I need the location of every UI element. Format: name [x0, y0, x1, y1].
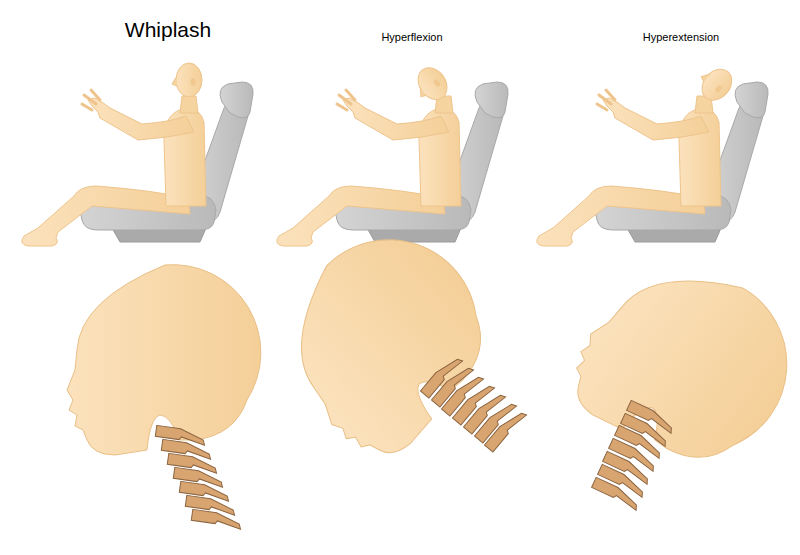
vertebra	[191, 509, 242, 529]
body	[537, 90, 721, 246]
panel-label: Hyperextension	[643, 31, 719, 44]
seated-figure	[277, 62, 508, 246]
skull	[67, 265, 261, 455]
vertebra	[484, 407, 526, 454]
panel-label: Hyperflexion	[381, 31, 442, 44]
skull	[251, 204, 522, 474]
panel-label: Whiplash	[125, 18, 211, 42]
head	[172, 63, 202, 97]
body	[22, 90, 206, 246]
head	[693, 61, 738, 106]
cervical-spine	[591, 400, 677, 510]
body	[277, 90, 461, 246]
seated-figure	[537, 61, 768, 246]
cervical-spine	[155, 425, 242, 529]
vertebra	[591, 477, 642, 510]
cervical-spine	[420, 353, 526, 454]
head	[409, 62, 453, 107]
skull	[553, 231, 800, 498]
seated-figure	[22, 63, 253, 246]
